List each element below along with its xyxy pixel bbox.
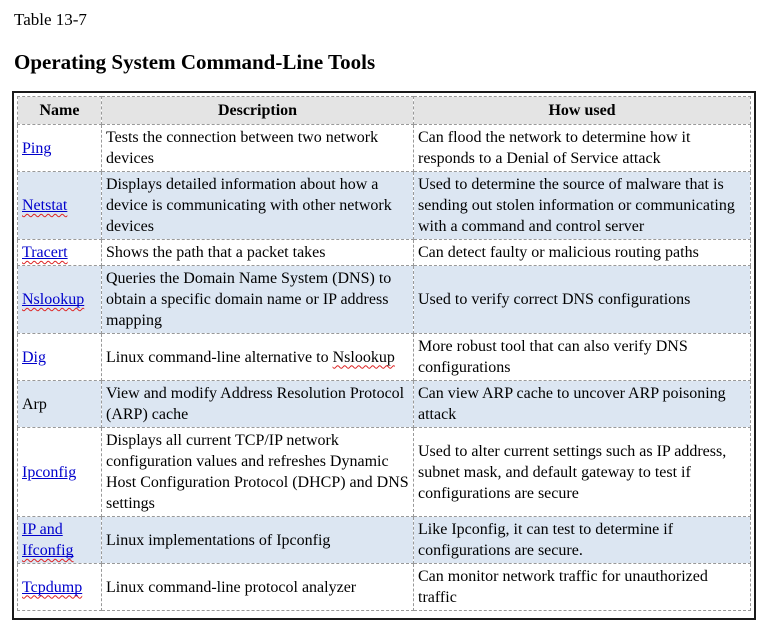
tools-table: Name Description How used Ping Tests the… [17,96,751,611]
tool-description: View and modify Address Resolution Proto… [101,380,414,428]
spellcheck-squiggle: Tracert [22,244,68,261]
table-header: Name Description How used [17,96,751,125]
tool-name-cell: Tcpdump [17,563,102,611]
tool-description: Tests the connection between two network… [101,124,414,172]
tool-description: Displays all current TCP/IP network conf… [101,427,414,517]
tool-how-used: Used to determine the source of malware … [413,171,751,240]
table-row: Netstat Displays detailed information ab… [17,171,751,240]
table-row: Nslookup Queries the Domain Name System … [17,265,751,334]
tool-name-cell: IP and Ifconfig [17,516,102,564]
page-title: Operating System Command-Line Tools [14,50,376,74]
tool-description: Shows the path that a packet takes [101,239,414,266]
table-body: Ping Tests the connection between two ne… [17,124,751,611]
tool-name-text: Arp [22,395,47,413]
tool-name-link[interactable]: Ipconfig [22,463,77,481]
column-header-name: Name [17,96,102,125]
tool-name-link[interactable]: IP and Ifconfig [22,521,74,559]
column-header-how-used: How used [413,96,751,125]
tool-name-link[interactable]: Nslookup [22,291,84,308]
tool-how-used: More robust tool that can also verify DN… [413,333,751,381]
tool-name-cell: Dig [17,333,102,381]
table-row: IP and Ifconfig Linux implementations of… [17,516,751,564]
tool-description: Linux implementations of Ipconfig [101,516,414,564]
column-header-description: Description [101,96,414,125]
table-row: Arp View and modify Address Resolution P… [17,380,751,428]
tool-name-link[interactable]: Tracert [22,244,68,261]
tool-name-link[interactable]: Ping [22,139,52,157]
table-row: Tracert Shows the path that a packet tak… [17,239,751,266]
table-caption: Table 13-7 [14,10,87,29]
spellcheck-squiggle: Ifconfig [22,542,74,559]
command-line-tools-table: Name Description How used Ping Tests the… [12,91,756,620]
tool-how-used: Can detect faulty or malicious routing p… [413,239,751,266]
table-row: Tcpdump Linux command-line protocol anal… [17,563,751,611]
tool-how-used: Can monitor network traffic for unauthor… [413,563,751,611]
tool-description: Displays detailed information about how … [101,171,414,240]
header-row: Name Description How used [17,96,751,125]
tool-name-cell: Ipconfig [17,427,102,517]
tool-description: Linux command-line protocol analyzer [101,563,414,611]
table-row: Ipconfig Displays all current TCP/IP net… [17,427,751,517]
tool-name-cell: Netstat [17,171,102,240]
tool-name-cell: Tracert [17,239,102,266]
tool-how-used: Can flood the network to determine how i… [413,124,751,172]
spellcheck-squiggle: Nslookup [22,291,85,308]
spellcheck-squiggle: Netstat [22,197,68,214]
tool-name-link[interactable]: Dig [22,348,46,366]
tool-how-used: Can view ARP cache to uncover ARP poison… [413,380,751,428]
tool-name-cell: Ping [17,124,102,172]
table-row: Ping Tests the connection between two ne… [17,124,751,172]
tool-description: Queries the Domain Name System (DNS) to … [101,265,414,334]
tool-how-used: Like Ipconfig, it can test to determine … [413,516,751,564]
tool-name-link[interactable]: Netstat [22,197,67,214]
spellcheck-squiggle: Tcpdump [22,578,83,596]
tool-name-cell: Arp [17,380,102,428]
tool-name-cell: Nslookup [17,265,102,334]
tool-how-used: Used to verify correct DNS configuration… [413,265,751,334]
page: Table 13-7 Operating System Command-Line… [12,10,757,620]
spellcheck-squiggle: Nslookup [332,348,395,366]
tool-name-link[interactable]: Tcpdump [22,579,82,596]
table-row: Dig Linux command-line alternative to Ns… [17,333,751,381]
tool-how-used: Used to alter current settings such as I… [413,427,751,517]
tool-description: Linux command-line alternative to Nslook… [101,333,414,381]
